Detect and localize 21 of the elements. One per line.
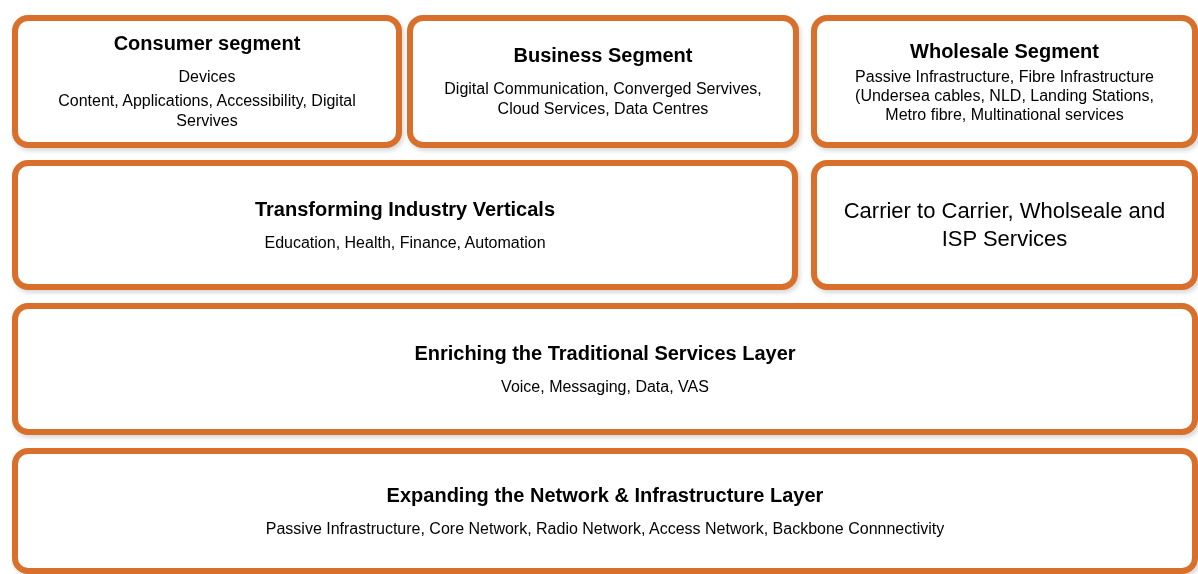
box-text: Digital Communication, Converged Servives, Cloud Services, Data Centres [443, 79, 763, 119]
layer-box [12, 160, 798, 290]
layer-box [407, 15, 799, 148]
layer-box [12, 15, 402, 148]
layer-box [12, 303, 1198, 435]
box-text: Voice, Messaging, Data, VAS [501, 376, 709, 397]
layer-box [12, 448, 1198, 574]
layer-box [811, 160, 1198, 290]
box-text: Passive Infrastructure, Fibre Infrastructure (Undersea cables, NLD, Landing Stations, Metro fibre, Multinational services [854, 66, 1155, 124]
box-heading: Wholesale Segment [910, 39, 1099, 63]
box-text: Carrier to Carrier, Wholseale and ISP Services [842, 197, 1167, 253]
box-text: Passive Infrastructure, Core Network, Radio Network, Access Network, Backbone Connnectivity [265, 518, 945, 539]
box-heading: Expanding the Network & Infrastructure Layer [386, 483, 824, 507]
layer-box [811, 15, 1198, 148]
box-text: Content, Applications, Accessibility, Digital Servives [57, 91, 357, 131]
box-heading: Enriching the Traditional Services Layer [414, 341, 796, 365]
box-heading: Business Segment [513, 44, 693, 67]
box-heading: Transforming Industry Verticals [254, 197, 556, 221]
box-text: Education, Health, Finance, Automation [264, 232, 546, 253]
box-text: Devices [178, 67, 236, 87]
box-heading: Consumer segment [113, 32, 301, 55]
